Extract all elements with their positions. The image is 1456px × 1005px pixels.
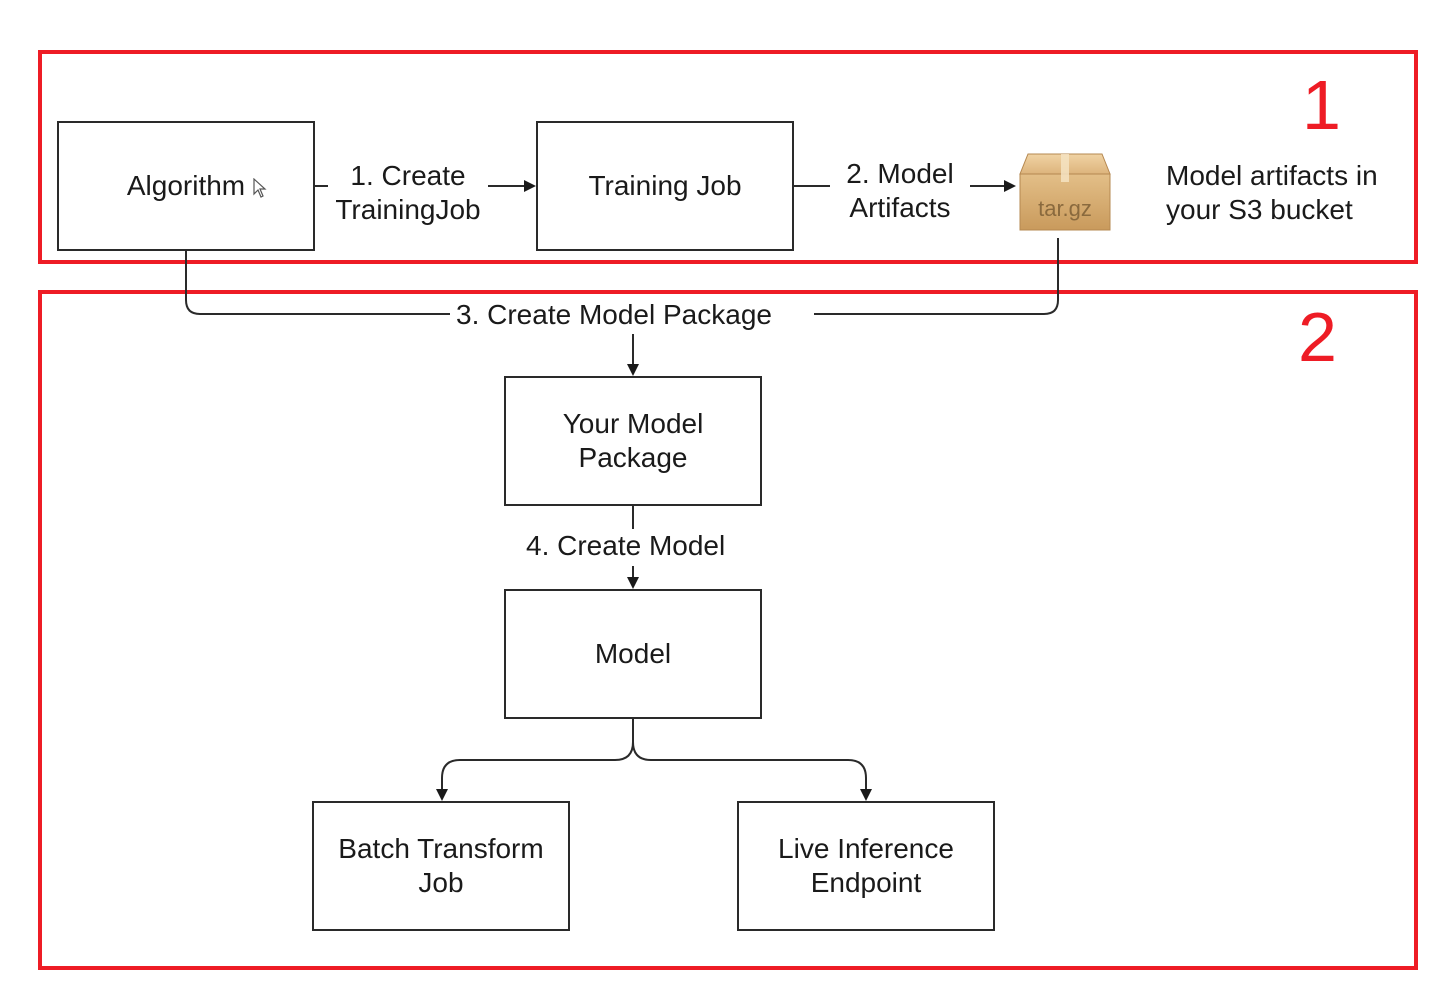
live-inference-box: Live Inference Endpoint <box>737 801 995 931</box>
model-label: Model <box>594 638 672 669</box>
step4-label: 4. Create Model <box>522 529 730 563</box>
training-job-label: Training Job <box>588 170 742 201</box>
connector-model-to-batch <box>436 719 634 801</box>
step3-label: 3. Create Model Package <box>450 298 778 332</box>
package-box-icon <box>1019 153 1111 231</box>
live-inference-label: Live Inference Endpoint <box>778 833 954 898</box>
s3-bucket-description: Model artifacts in your S3 bucket <box>1166 160 1378 225</box>
mouse-cursor-icon <box>253 178 267 198</box>
training-job-box: Training Job <box>536 121 794 251</box>
batch-transform-box: Batch Transform Job <box>312 801 570 931</box>
region-2-frame <box>38 290 1418 970</box>
region-1-frame <box>38 50 1418 264</box>
region-1-number: 1 <box>1302 66 1341 144</box>
step2-label: 2. Model Artifacts <box>830 157 970 225</box>
model-box: Model <box>504 589 762 719</box>
connector-artifact-to-package <box>814 238 1059 315</box>
tar-gz-label: tar.gz <box>1038 196 1092 221</box>
model-package-label: Your Model Package <box>562 408 704 473</box>
connector-model-to-live <box>632 719 872 801</box>
batch-transform-label: Batch Transform Job <box>338 833 544 898</box>
connector-algorithm-to-package <box>185 251 452 315</box>
algorithm-label: Algorithm <box>126 170 246 201</box>
step1-label: 1. Create TrainingJob <box>328 159 488 227</box>
region-2-number: 2 <box>1298 298 1337 376</box>
model-package-box: Your Model Package <box>504 376 762 506</box>
algorithm-box: Algorithm <box>57 121 315 251</box>
